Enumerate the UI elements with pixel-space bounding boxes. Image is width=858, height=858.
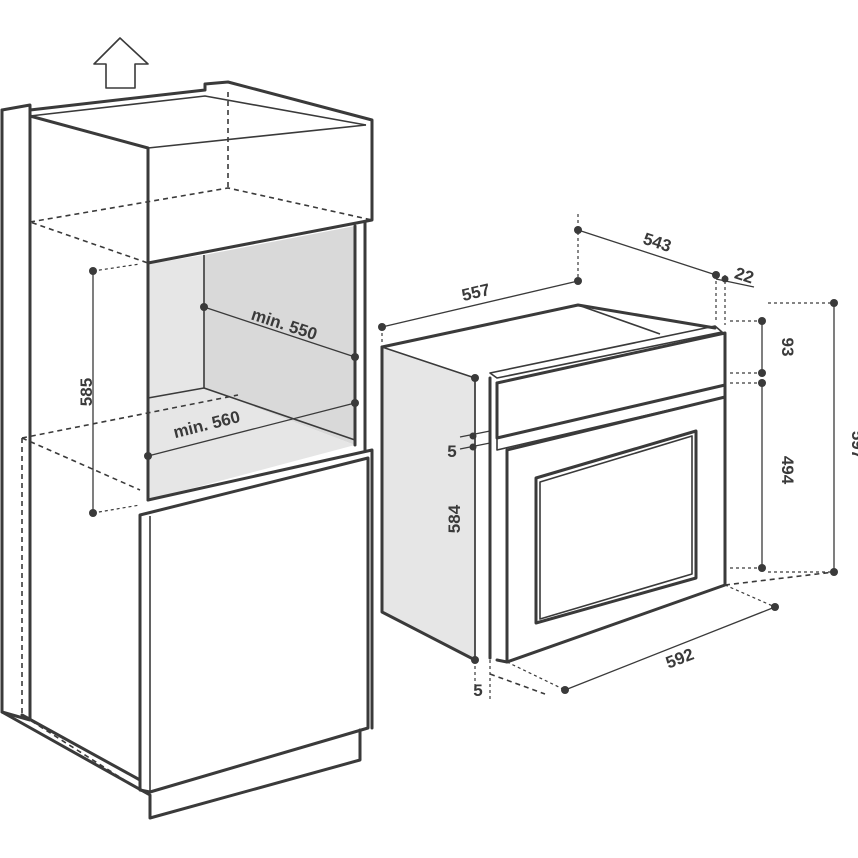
oven — [380, 303, 727, 664]
oven-dimensions: 543 22 557 93 494 597 — [378, 214, 858, 700]
label-front-panel: 22 — [732, 264, 756, 288]
label-body-height: 584 — [445, 504, 464, 533]
arrow-up-icon — [93, 37, 149, 89]
label-control-panel-height: 93 — [778, 338, 797, 357]
label-gap-top: 5 — [447, 442, 456, 461]
label-door-height: 494 — [778, 456, 797, 485]
label-oven-depth-total: 557 — [460, 280, 492, 305]
cabinet — [0, 80, 374, 820]
label-gap-bottom: 5 — [473, 681, 482, 700]
label-total-height: 597 — [848, 431, 858, 459]
label-cabinet-height: 585 — [77, 378, 96, 406]
